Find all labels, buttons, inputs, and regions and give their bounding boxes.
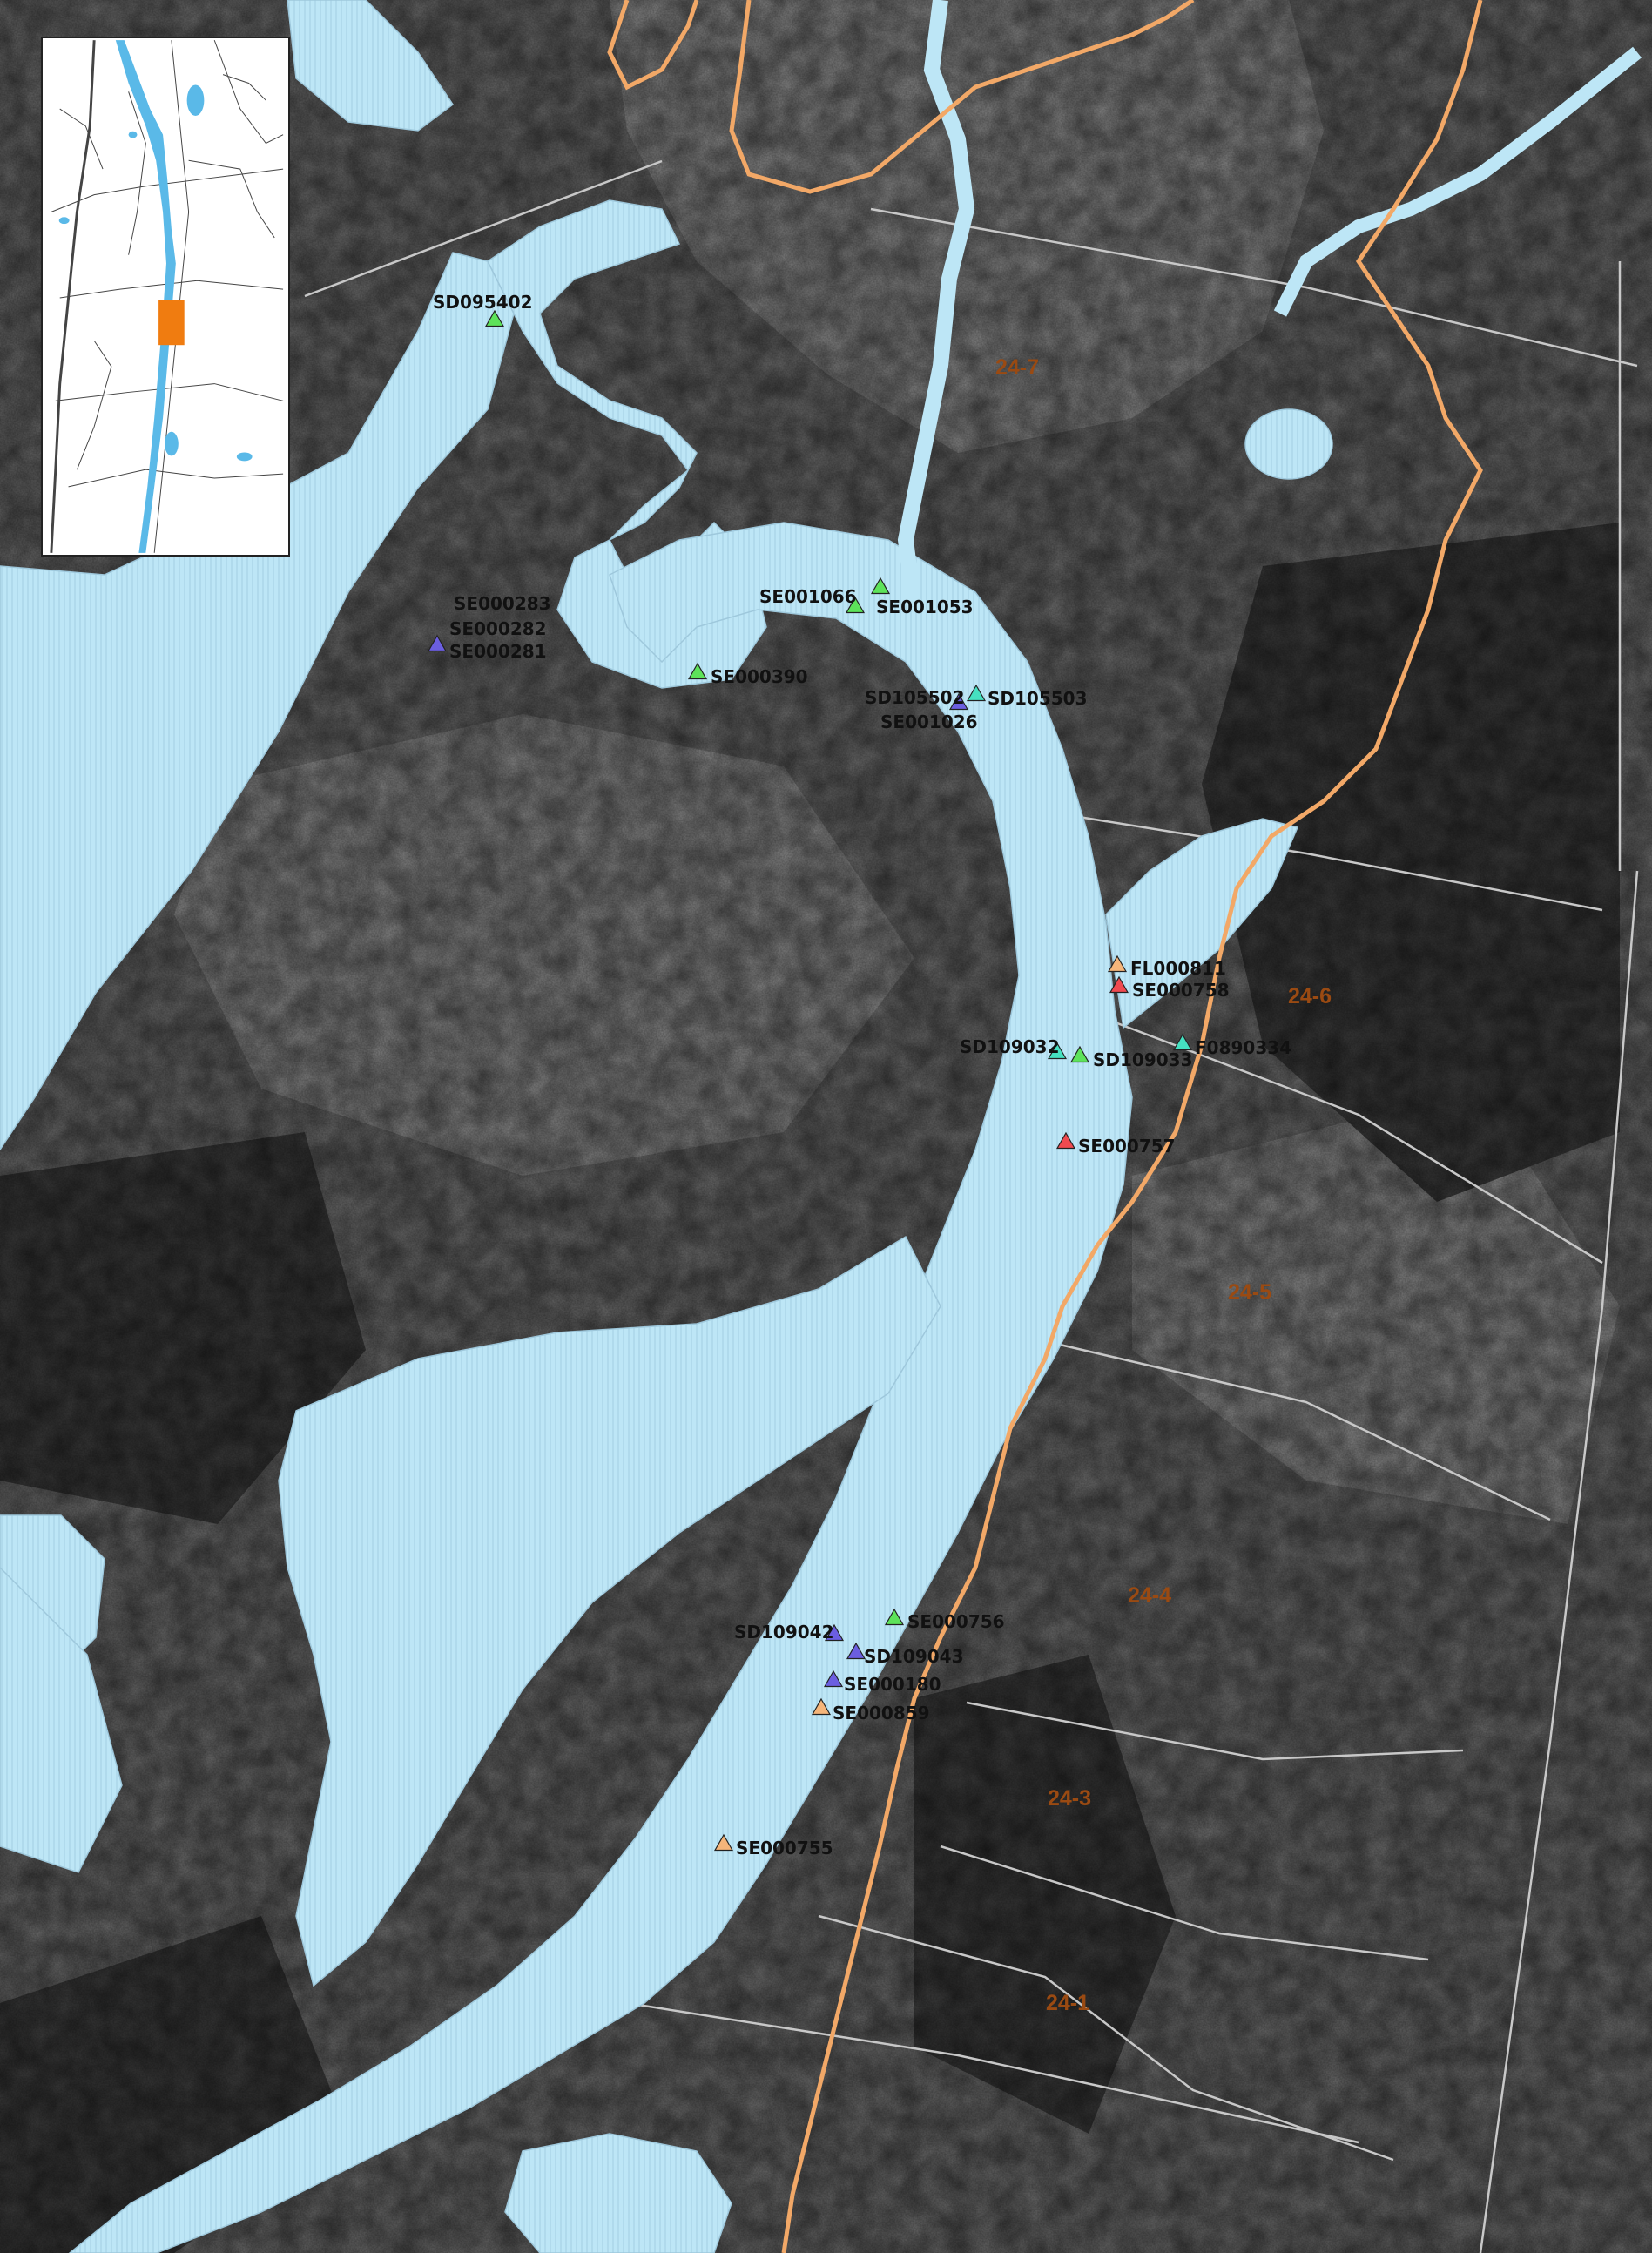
site-marker-se000755[interactable]: [713, 1833, 734, 1852]
site-marker-f0890334[interactable]: [1172, 1033, 1193, 1051]
parcel-lines: [304, 159, 1639, 2253]
south-backwater: [278, 1235, 941, 1987]
site-label-se000859: SE000859: [833, 1703, 930, 1723]
parcel-label-24-3: 24-3: [1048, 1786, 1091, 1811]
inset-map-svg: [43, 40, 288, 553]
parcel-label-24-1: 24-1: [1046, 1991, 1089, 2015]
parcel-label-24-4: 24-4: [1128, 1583, 1171, 1608]
locator-inset-map[interactable]: [41, 37, 290, 557]
site-marker-se000758[interactable]: [1109, 975, 1129, 994]
site-marker-sd109033[interactable]: [1069, 1045, 1090, 1063]
site-marker-se000390[interactable]: [687, 662, 708, 680]
site-marker-se000859[interactable]: [811, 1697, 832, 1716]
site-label-se001053: SE001053: [876, 597, 974, 617]
northeast-creek: [1273, 46, 1642, 317]
site-label-se001026: SE001026: [880, 712, 978, 732]
site-marker-sd105502[interactable]: [948, 692, 969, 711]
site-marker-se001066[interactable]: [845, 596, 866, 614]
site-label-se000281: SE000281: [449, 641, 547, 662]
sample-sites: SD095402SE000283SE000282SE000281SE000390…: [427, 292, 1291, 1858]
site-marker-sd109042[interactable]: [824, 1623, 845, 1642]
site-label-se000757: SE000757: [1078, 1136, 1176, 1157]
far-west-slough: [0, 1566, 123, 1873]
south-pond: [504, 2133, 732, 2253]
site-label-sd105503: SD105503: [988, 688, 1088, 709]
site-label-se000756: SE000756: [907, 1611, 1005, 1632]
parcel-label-24-6: 24-6: [1288, 984, 1332, 1008]
parcel-label-24-5: 24-5: [1228, 1280, 1271, 1305]
main-river: [68, 522, 1133, 2253]
site-label-se000283: SE000283: [454, 593, 551, 614]
site-marker-fl000811[interactable]: [1107, 954, 1128, 973]
site-marker-sd109043[interactable]: [846, 1642, 866, 1660]
inset-highway: [50, 40, 96, 553]
site-label-sd109032: SD109032: [960, 1036, 1060, 1057]
site-label-se000180: SE000180: [844, 1674, 941, 1695]
inset-roads: [51, 40, 284, 553]
site-label-se001066: SE001066: [759, 586, 857, 607]
site-label-sd109043: SD109043: [864, 1646, 964, 1667]
parcel-label-24-7: 24-7: [995, 355, 1039, 380]
site-marker-se001053[interactable]: [870, 577, 891, 595]
site-label-se000282: SE000282: [449, 618, 547, 639]
site-marker-se000180[interactable]: [823, 1670, 844, 1688]
site-label-sd095402: SD095402: [433, 292, 533, 313]
northwest-pool: [287, 0, 455, 132]
site-marker-sd109032[interactable]: [1047, 1042, 1068, 1060]
site-marker-se000757[interactable]: [1055, 1131, 1076, 1150]
site-label-sd109042: SD109042: [734, 1622, 834, 1643]
northeast-pond: [1244, 408, 1333, 480]
west-channel: [0, 252, 515, 1151]
inset-study-area: [158, 300, 185, 346]
site-marker-se000282[interactable]: [427, 634, 448, 652]
site-label-sd105502: SD105502: [865, 687, 965, 708]
site-label-se000758: SE000758: [1132, 980, 1230, 1001]
site-label-f0890334: F0890334: [1195, 1037, 1291, 1058]
boundary-line: [607, 0, 1483, 2253]
site-marker-se000756[interactable]: [884, 1608, 905, 1626]
parcel-labels: 24-7 24-6 24-5 24-4 24-3 24-1: [995, 355, 1332, 2015]
site-label-fl000811: FL000811: [1130, 958, 1226, 979]
north-creek: [897, 0, 975, 611]
site-marker-sd105503[interactable]: [966, 684, 987, 702]
site-label-se000390: SE000390: [711, 666, 808, 687]
site-marker-sd095402[interactable]: [484, 309, 505, 327]
inset-water: [58, 40, 253, 553]
site-label-sd109033: SD109033: [1093, 1049, 1193, 1070]
site-label-se000755: SE000755: [736, 1838, 833, 1858]
